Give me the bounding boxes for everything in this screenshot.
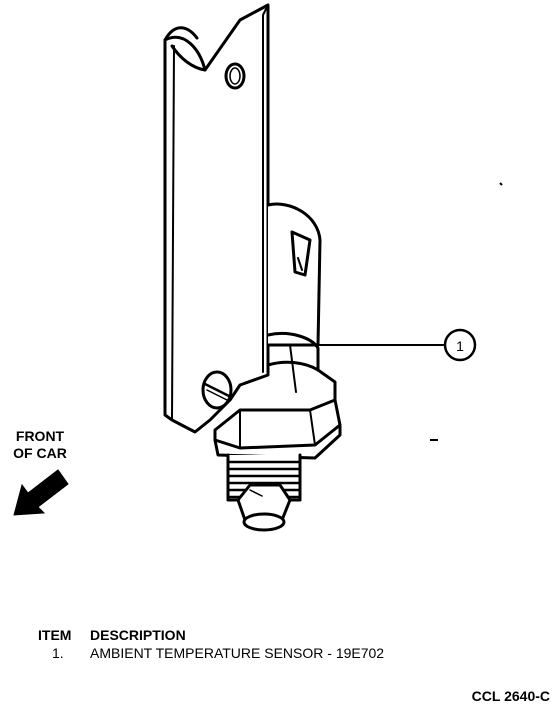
legend-item-description: AMBIENT TEMPERATURE SENSOR - 19E702	[90, 645, 385, 661]
legend-header-description: DESCRIPTION	[90, 627, 186, 643]
mounting-bracket	[163, 3, 270, 434]
arrow-down-left-icon	[13, 469, 69, 516]
stray-marks	[430, 182, 503, 441]
hex-nut	[213, 398, 342, 460]
front-label-line1: FRONT	[15, 428, 65, 444]
legend-header: ITEM DESCRIPTION	[38, 626, 384, 644]
sensor-body	[266, 202, 337, 402]
legend-header-item: ITEM	[38, 627, 72, 643]
legend-item-number: 1.	[52, 645, 64, 661]
probe-tip	[236, 483, 292, 532]
front-label-line2: OF CAR	[13, 445, 67, 461]
legend-row: 1. AMBIENT TEMPERATURE SENSOR - 19E702	[38, 644, 384, 662]
front-of-car-label: FRONT OF CAR	[8, 428, 72, 462]
callout-circle	[443, 328, 477, 362]
mounting-screw	[201, 370, 233, 410]
item-legend: ITEM DESCRIPTION 1. AMBIENT TEMPERATURE SE…	[38, 626, 384, 662]
callout-number: 1	[456, 338, 464, 354]
sensor-diagram: 1	[13, 3, 503, 532]
reference-code: CCL 2640-C	[471, 688, 550, 704]
bracket-hole	[224, 62, 246, 90]
